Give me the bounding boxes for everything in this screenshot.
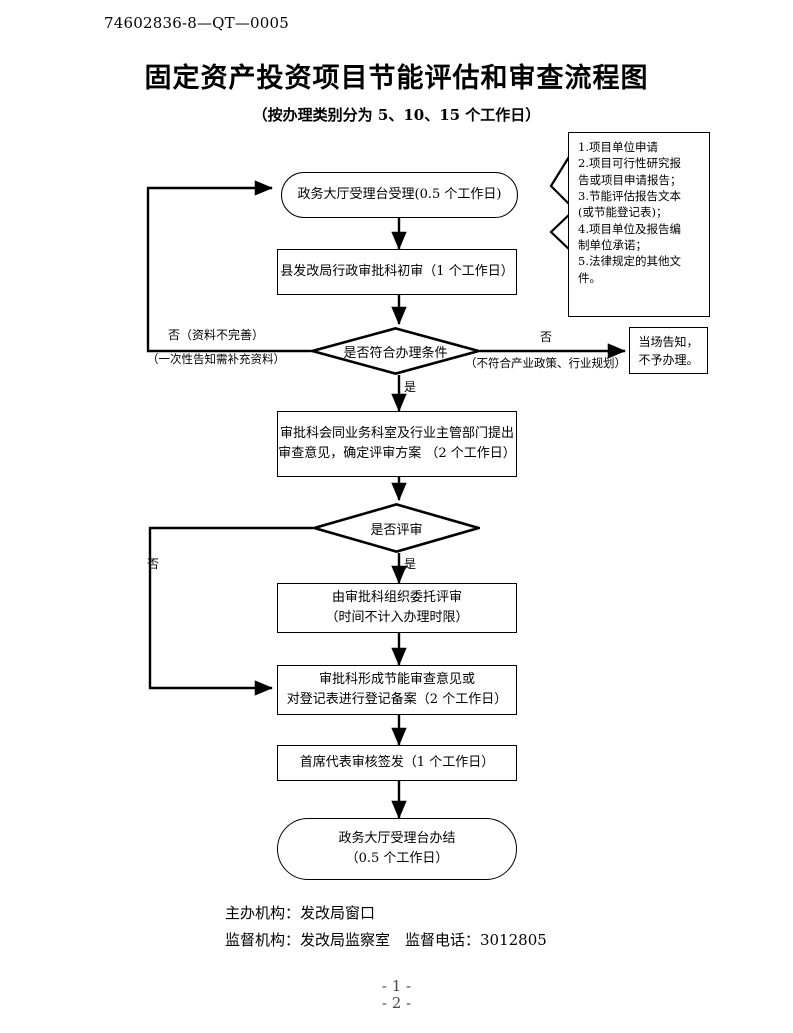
node-decision-conditions-label: 是否符合办理条件	[343, 345, 448, 361]
callout-line: 5.法律规定的其他文	[578, 254, 681, 269]
callout-line: 件。	[578, 270, 601, 285]
node-decision-evaluate-label: 是否评审	[370, 522, 423, 538]
node-commission-line2: （时间不计入办理时限）	[325, 610, 469, 625]
edge-label-no-policy-sub: （不符合产业政策、行业规划）	[465, 356, 626, 370]
callout-line: 告或项目申请报告；	[578, 172, 682, 187]
diamond-shape	[311, 327, 480, 375]
node-review-opinion[interactable]: 审批科会同业务科室及行业主管部门提出 审查意见，确定评审方案 （2 个工作日）	[277, 411, 517, 477]
page-number-2: - 2 -	[381, 994, 412, 1012]
node-preliminary-review[interactable]: 县发改局行政审批科初审（1 个工作日）	[277, 249, 517, 295]
node-start[interactable]: 政务大厅受理台受理(0.5 个工作日)	[281, 172, 518, 218]
node-end-line2: （0.5 个工作日）	[345, 851, 449, 866]
node-form-opinion-line1: 审批科形成节能审查意见或	[318, 671, 475, 687]
node-preliminary-review-label: 县发改局行政审批科初审（1 个工作日）	[280, 263, 514, 279]
callout-line: (或节能登记表)；	[578, 205, 668, 220]
node-form-opinion-line2: 对登记表进行登记备案（2 个工作日）	[286, 692, 508, 707]
node-chief-sign-label: 首席代表审核签发（1 个工作日）	[299, 754, 495, 770]
required-materials-callout: 1.项目单位申请 2.项目可行性研究报 告或项目申请报告； 3.节能评估报告文本…	[568, 132, 710, 317]
node-commission-line1: 由审批科组织委托评审	[331, 589, 462, 605]
node-reject-terminal[interactable]: 当场告知， 不予办理。	[629, 327, 708, 374]
edge-label-no-evaluate: 否	[147, 557, 160, 571]
node-commission-evaluation[interactable]: 由审批科组织委托评审 （时间不计入办理时限）	[277, 583, 517, 633]
callout-line: 制单位承诺；	[578, 237, 647, 252]
callout-line: 2.项目可行性研究报	[578, 156, 681, 171]
footer-organizer: 主办机构：发改局窗口	[225, 904, 376, 922]
diamond-shape	[313, 503, 480, 553]
edge-label-no-policy: 否	[540, 330, 553, 344]
edge-label-no-incomplete-sub: （一次性告知需补充资料）	[147, 352, 285, 366]
footer-supervisor: 监督机构：发改局监察室 监督电话：3012805	[225, 931, 547, 949]
node-end-line1: 政务大厅受理台办结	[338, 830, 456, 846]
node-decision-evaluate[interactable]: 是否评审	[313, 503, 480, 553]
node-end[interactable]: 政务大厅受理台办结 （0.5 个工作日）	[277, 818, 517, 880]
node-decision-conditions[interactable]: 是否符合办理条件	[311, 327, 480, 375]
node-review-opinion-line2: 审查意见，确定评审方案 （2 个工作日）	[278, 446, 516, 461]
document-code: 74602836-8—QT—0005	[104, 14, 290, 32]
page-title: 固定资产投资项目节能评估和审查流程图	[144, 63, 649, 94]
edge-label-yes-conditions: 是	[404, 380, 417, 394]
page-subtitle: （按办理类别分为 5、10、15 个工作日）	[252, 106, 541, 124]
node-review-opinion-line1: 审批科会同业务科室及行业主管部门提出	[279, 425, 514, 441]
callout-line: 3.节能评估报告文本	[578, 188, 681, 203]
node-form-opinion[interactable]: 审批科形成节能审查意见或 对登记表进行登记备案（2 个工作日）	[277, 665, 517, 715]
page-number-1: - 1 -	[381, 977, 412, 995]
node-start-label: 政务大厅受理台受理(0.5 个工作日)	[297, 186, 502, 202]
node-reject-line2: 不予办理。	[638, 352, 699, 367]
node-reject-line1: 当场告知，	[638, 334, 699, 349]
edge-label-yes-evaluate: 是	[404, 557, 417, 571]
callout-line: 1.项目单位申请	[578, 140, 658, 154]
callout-line: 4.项目单位及报告编	[578, 221, 681, 236]
edge-label-no-incomplete: 否（资料不完善）	[168, 328, 265, 342]
node-chief-sign[interactable]: 首席代表审核签发（1 个工作日）	[277, 745, 517, 781]
